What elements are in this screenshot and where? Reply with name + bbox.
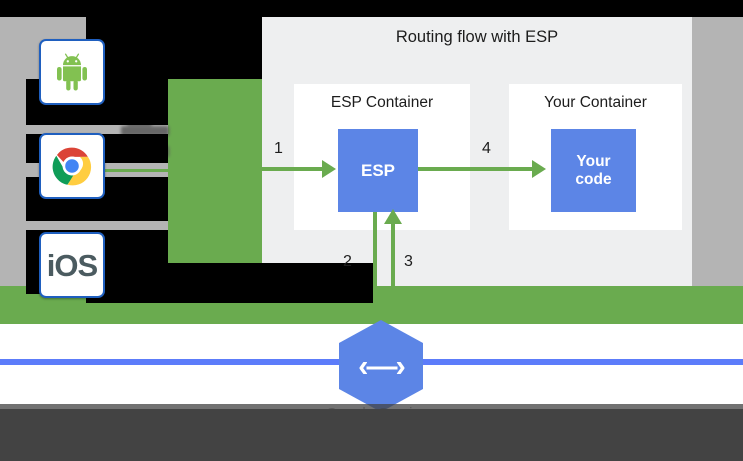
bottom-scrim — [0, 409, 743, 461]
your-code-line-1: Your — [576, 152, 611, 170]
ios-label: iOS — [46, 247, 98, 283]
esp-box: ESP — [338, 129, 418, 212]
arrow-1-label: 1 — [274, 140, 283, 157]
your-code-box-label: Your code — [575, 153, 611, 189]
your-code-line-2: code — [575, 170, 612, 188]
arrow-2-line — [373, 212, 377, 310]
esp-box-label: ESP — [360, 160, 396, 180]
arrow-2-label: 2 — [343, 253, 352, 270]
top-black-bar — [0, 0, 743, 17]
right-gutter — [692, 17, 743, 303]
client-connector-chrome — [105, 169, 170, 172]
arrow-4-head — [532, 160, 546, 178]
client-badge-chrome[interactable] — [39, 133, 105, 199]
arrow-1-line — [262, 167, 324, 171]
arrow-1-head — [322, 160, 336, 178]
diagram-title: Routing flow with ESP — [395, 28, 559, 46]
bottom-scrim-fade — [0, 404, 743, 410]
client-badge-android[interactable] — [39, 39, 105, 105]
your-code-box: Your code — [551, 129, 636, 212]
arrow-4-line — [418, 167, 534, 171]
arrow-4-label: 4 — [482, 140, 491, 157]
chrome-icon — [52, 147, 92, 186]
arrow-3-head — [384, 209, 402, 224]
arrow-3-line — [391, 224, 395, 310]
occlusion-bar — [86, 263, 373, 303]
arrow-3-label: 3 — [404, 253, 413, 270]
client-badge-ios[interactable]: iOS — [39, 232, 105, 298]
your-container-title: Your Container — [544, 94, 647, 111]
code-brackets-glyph: ‹—› — [358, 347, 406, 383]
google-service-control-hexagon-icon: ‹—› — [339, 320, 423, 412]
occlusion-bar — [86, 17, 262, 79]
obscured-text-fragment — [121, 126, 169, 136]
esp-container-title: ESP Container — [330, 94, 434, 111]
android-icon — [57, 53, 87, 91]
